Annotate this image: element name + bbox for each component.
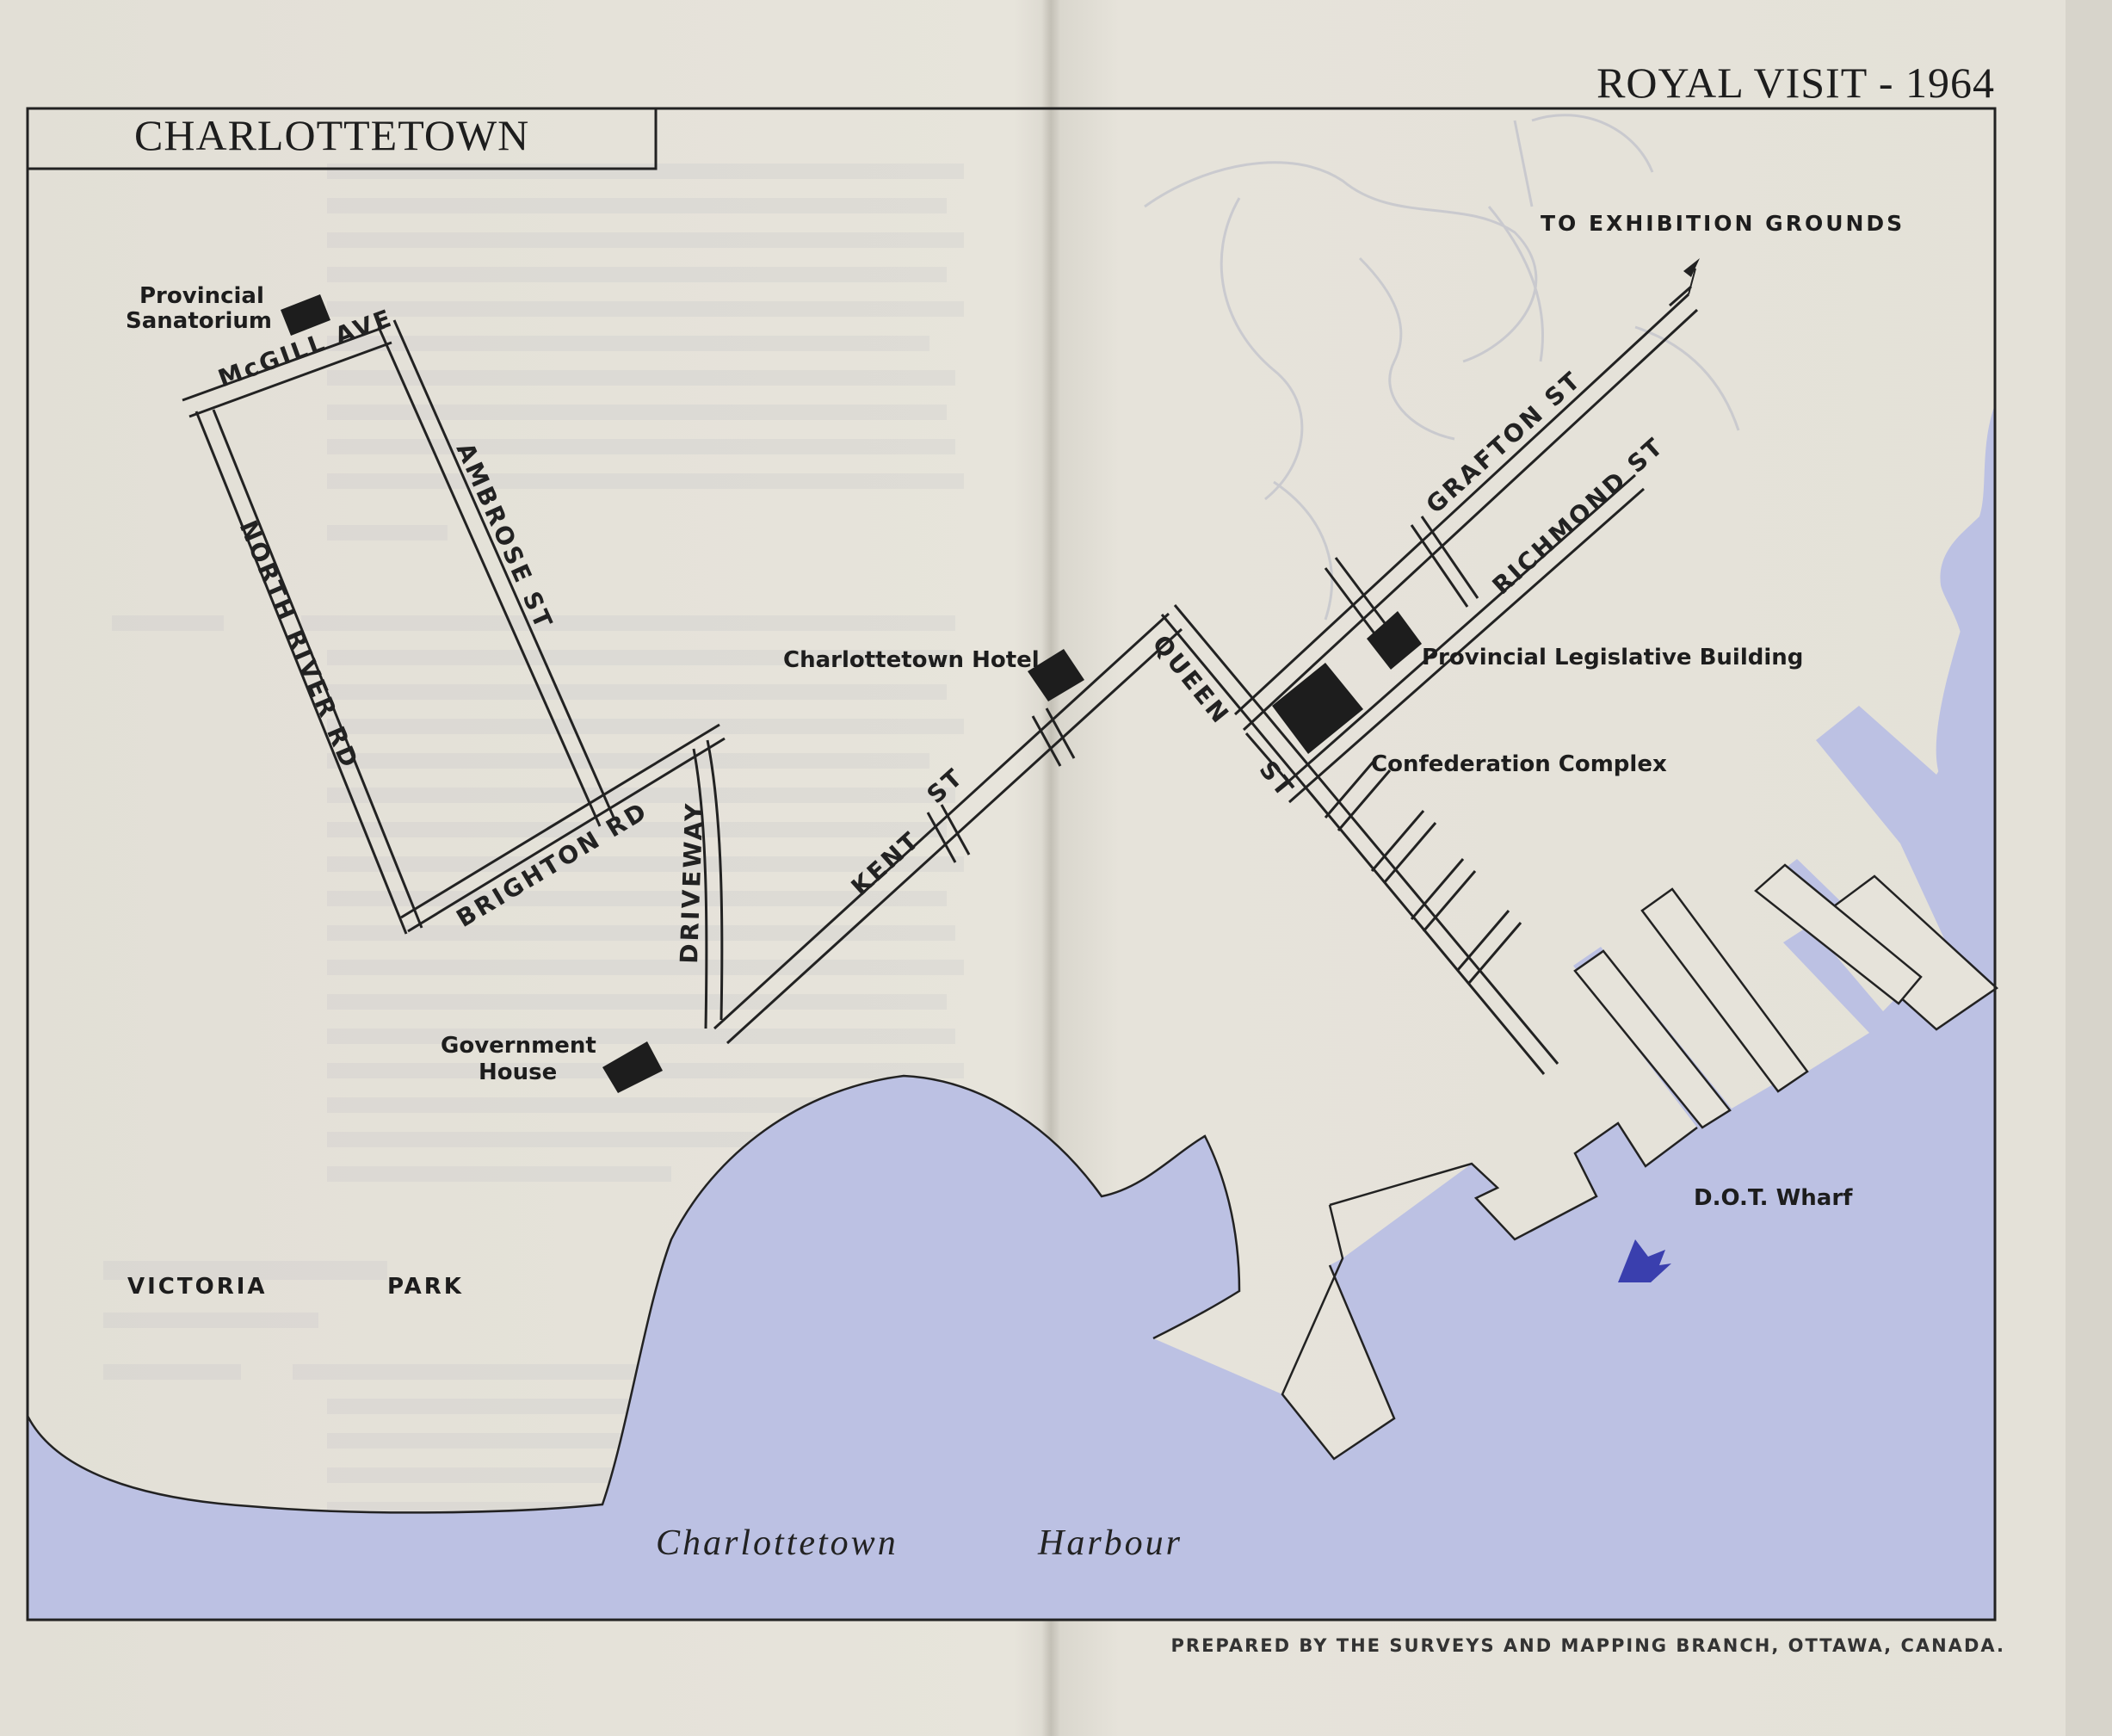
show-through-map: [1144, 114, 1740, 621]
mcgill-ave: [182, 325, 386, 402]
driveway: [706, 739, 724, 1021]
sanatorium-building: [281, 294, 330, 336]
exhibition-arrow: [1669, 258, 1700, 307]
sanatorium-label-2: Sanatorium: [126, 308, 272, 334]
credit-line: PREPARED BY THE SURVEYS AND MAPPING BRAN…: [1171, 1635, 2005, 1656]
legislative-label: Provincial Legislative Building: [1422, 645, 1803, 670]
kent-st: [713, 612, 1170, 1030]
queen-st-label: ST: [1254, 756, 1300, 804]
next-page-edge: [2066, 0, 2112, 1736]
exhibition-label: TO EXHIBITION GROUNDS: [1541, 211, 1905, 236]
wharf-piers: [1573, 863, 1999, 1129]
dot-wharf-outline: [1281, 1121, 1698, 1461]
ambrose-st-label: AMBROSE ST: [451, 438, 559, 634]
queen-st: [1160, 614, 1546, 1075]
confederation-building: [1272, 663, 1363, 754]
hotel-building: [1028, 649, 1084, 701]
government-house-building: [602, 1041, 663, 1093]
grafton-st: [1233, 293, 1690, 716]
ambrose-st: [377, 326, 602, 827]
north-river-rd-label: NORTH RIVER RD: [234, 516, 365, 774]
buildings: [281, 294, 1422, 1093]
harbour-water: [28, 405, 1995, 1620]
sanatorium-label-1: Provincial: [139, 283, 264, 309]
queen-label: QUEEN: [1147, 630, 1236, 731]
park-label: PARK: [387, 1274, 464, 1300]
city-title: CHARLOTTETOWN: [134, 111, 529, 159]
confederation-label: Confederation Complex: [1371, 751, 1667, 777]
show-through-text: [103, 164, 964, 1517]
harbour-label-1: Charlottetown: [656, 1523, 899, 1563]
east-shore: [1936, 551, 1995, 779]
title-box: [28, 108, 658, 170]
dot-wharf-label: D.O.T. Wharf: [1694, 1185, 1853, 1211]
government-house-label-2: House: [479, 1060, 557, 1085]
government-house-label-1: Government: [441, 1033, 596, 1059]
brighton-rd: [407, 737, 726, 933]
harbour-label-2: Harbour: [1037, 1523, 1183, 1563]
legislative-building: [1367, 611, 1422, 670]
shoreline: [26, 1074, 1241, 1514]
royal-yacht-icon: [1618, 1239, 1671, 1282]
victoria-label: VICTORIA: [127, 1274, 268, 1300]
grafton-st-label: GRAFTON ST: [1421, 365, 1588, 519]
driveway-label: DRIVEWAY: [675, 800, 709, 964]
hotel-label: Charlottetown Hotel: [783, 647, 1040, 673]
road-network: [182, 293, 1699, 1075]
richmond-st: [1280, 473, 1636, 790]
map-frame: [26, 107, 1997, 1622]
north-river-rd: [195, 411, 408, 935]
page-title: ROYAL VISIT - 1964: [1596, 59, 1995, 107]
